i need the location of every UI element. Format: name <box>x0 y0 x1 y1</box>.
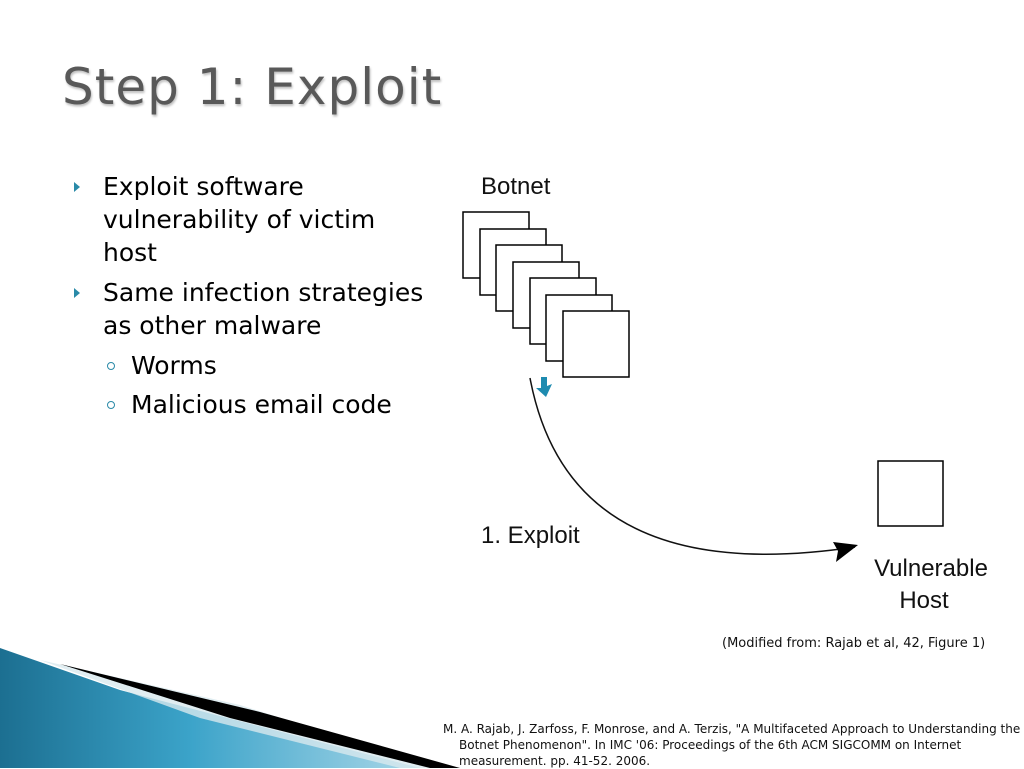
bullet-triangle-icon <box>74 182 80 192</box>
bullet-text: Exploit software vulnerability of victim… <box>103 172 376 267</box>
bullet-text: Same infection strategies as other malwa… <box>103 278 424 340</box>
bullet-triangle-icon <box>74 288 80 298</box>
sub-bullet-text: Malicious email code <box>131 390 392 419</box>
sub-bullet-circle-icon <box>107 401 115 409</box>
swoosh-black <box>60 664 460 768</box>
figure-caption: (Modified from: Rajab et al, 42, Figure … <box>722 636 986 651</box>
sub-bullet-item: Malicious email code <box>74 388 434 421</box>
reference-citation: M. A. Rajab, J. Zarfoss, F. Monrose, and… <box>443 722 1021 768</box>
exploit-label: 1. Exploit <box>481 522 580 549</box>
swoosh-blue <box>0 648 420 768</box>
botnet-diagram: Botnet 1. Exploit Vulnerable Host <box>462 173 988 614</box>
botnet-label: Botnet <box>481 173 551 200</box>
vulnerable-host-label: Vulnerable <box>874 555 988 582</box>
slide-title: Step 1: Exploit <box>62 58 443 116</box>
sub-bullet-text: Worms <box>131 351 217 380</box>
pointer-arrow-icon <box>536 377 552 397</box>
bullet-item: Exploit software vulnerability of victim… <box>74 170 434 269</box>
vulnerable-host-label: Host <box>899 587 949 614</box>
decorative-swoosh <box>0 648 460 768</box>
exploit-arrowhead-icon <box>833 542 858 562</box>
sub-bullet-item: Worms <box>74 349 434 382</box>
botnet-stack <box>462 211 630 378</box>
sub-bullet-circle-icon <box>107 362 115 370</box>
bot-host-box <box>562 310 630 378</box>
exploit-curve <box>529 377 856 555</box>
bullet-list: Exploit software vulnerability of victim… <box>74 170 434 427</box>
bullet-item: Same infection strategies as other malwa… <box>74 276 434 342</box>
vulnerable-host-box <box>877 460 944 527</box>
